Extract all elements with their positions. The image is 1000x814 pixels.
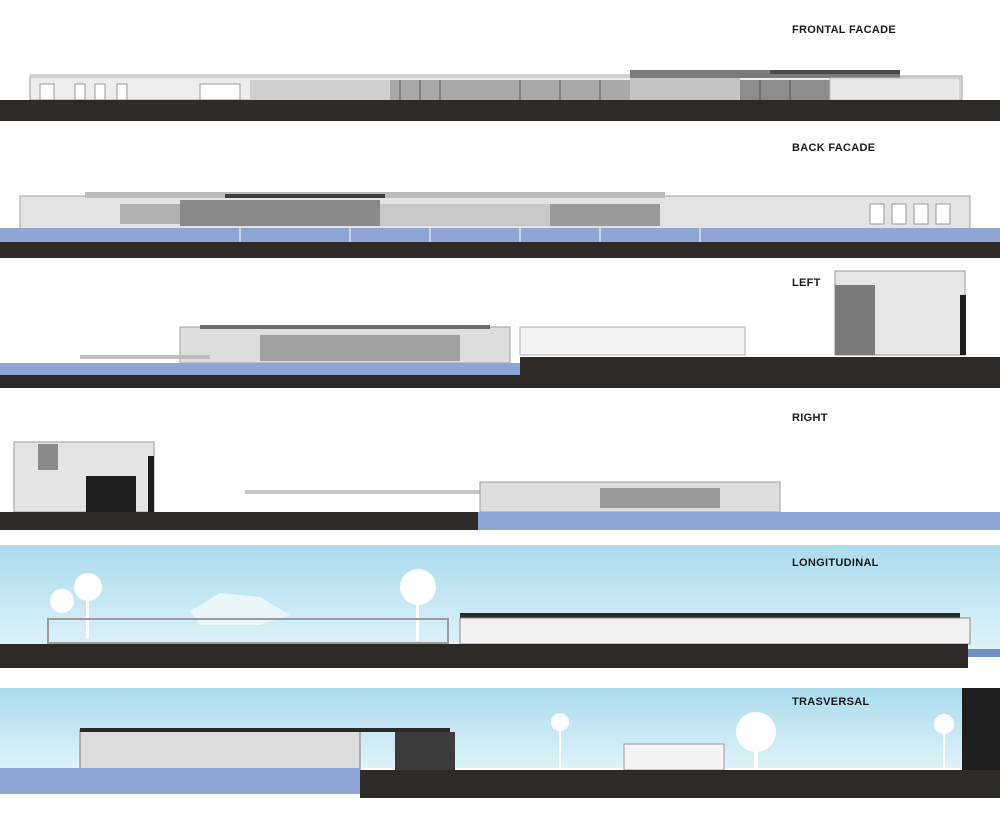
- left-pergola: [80, 355, 210, 359]
- longitudinal-water: [968, 649, 1000, 657]
- frontal-roof-line: [30, 74, 630, 78]
- frontal-upper-volume-right: [770, 70, 900, 74]
- back-facade-drawing: [0, 192, 1000, 258]
- right-tower-edge: [148, 456, 154, 512]
- back-dark-roof: [225, 194, 385, 198]
- right-tower-shade: [38, 444, 58, 470]
- trasversal-water: [0, 768, 360, 794]
- drawing-title-back-facade: BACK FACADE: [792, 142, 876, 154]
- frontal-window-screen: [250, 77, 961, 101]
- frontal-facade-drawing: [0, 70, 1000, 121]
- back-water-reflections: [239, 228, 701, 242]
- back-ground: [0, 242, 1000, 258]
- elevation-right: RIGHT: [0, 400, 1000, 535]
- left-ground: [0, 357, 1000, 388]
- frontal-ground: [0, 100, 1000, 121]
- left-pavilion-glass: [260, 335, 460, 361]
- right-pergola: [245, 490, 485, 494]
- left-tower-shadow: [835, 285, 875, 355]
- back-water: [0, 228, 1000, 242]
- left-roof: [200, 325, 490, 329]
- left-terrace-frame: [519, 326, 746, 356]
- right-pavilion-glass: [600, 488, 720, 508]
- frontal-upper-volume: [630, 70, 900, 78]
- trasversal-pavilion: [79, 729, 361, 771]
- frontal-mullions: [399, 80, 791, 100]
- left-tower-edge: [960, 295, 966, 355]
- back-openings: [869, 203, 951, 225]
- left-water: [0, 363, 520, 375]
- trasversal-wall: [623, 743, 725, 771]
- drawing-title-right: RIGHT: [792, 412, 828, 424]
- back-glazing: [120, 200, 660, 226]
- right-water: [478, 512, 1000, 530]
- elevation-back-facade: BACK FACADE: [0, 130, 1000, 260]
- trasversal-ground: [360, 770, 1000, 798]
- drawing-title-trasversal: TRASVERSAL: [792, 696, 870, 708]
- longitudinal-yacht: [190, 593, 290, 625]
- longitudinal-ground: [0, 644, 968, 668]
- trasversal-section-drawing: [0, 688, 1000, 798]
- section-longitudinal: LONGITUDINAL: [0, 545, 1000, 675]
- longitudinal-section-drawing: [0, 545, 1000, 668]
- drawing-title-left: LEFT: [792, 277, 821, 289]
- drawing-title-frontal-facade: FRONTAL FACADE: [792, 24, 897, 36]
- trasversal-trees: [551, 712, 954, 770]
- trasversal-roof: [80, 728, 450, 732]
- left-elevation-drawing: [0, 270, 1000, 388]
- trasversal-dark-block: [395, 732, 455, 770]
- longitudinal-pavilion: [459, 617, 971, 645]
- elevation-left: LEFT: [0, 265, 1000, 390]
- right-ground: [0, 512, 478, 530]
- drawing-title-longitudinal: LONGITUDINAL: [792, 557, 879, 569]
- section-trasversal: TRASVERSAL: [0, 688, 1000, 814]
- right-elevation-drawing: [0, 441, 1000, 530]
- elevation-frontal-facade: FRONTAL FACADE: [0, 0, 1000, 125]
- longitudinal-roof: [460, 613, 960, 618]
- longitudinal-left-frame: [47, 618, 449, 644]
- right-tower-dark-block: [86, 476, 136, 512]
